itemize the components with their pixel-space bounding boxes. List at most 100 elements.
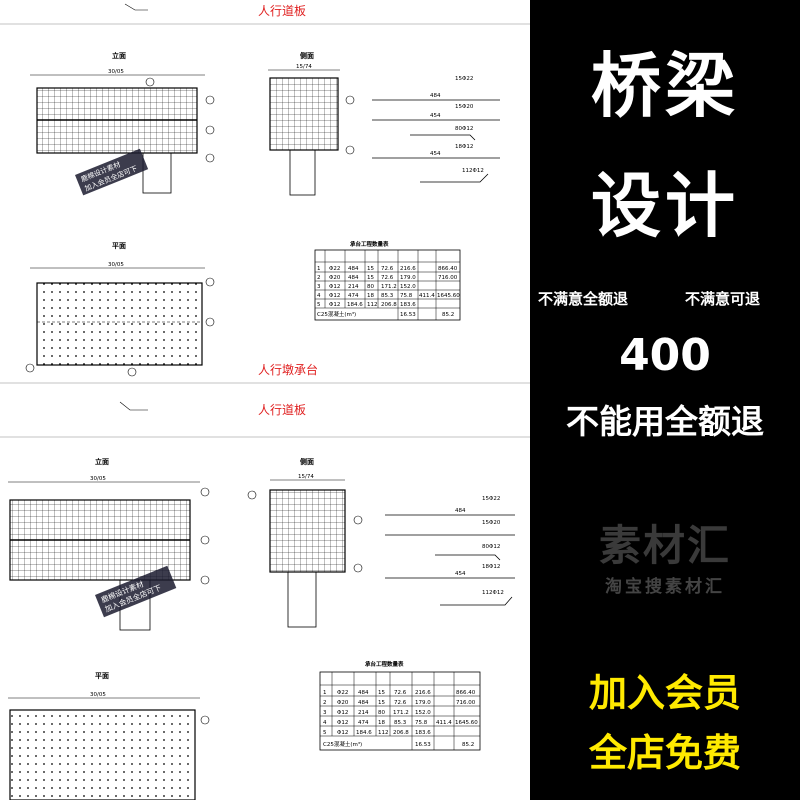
- svg-text:152.0: 152.0: [415, 710, 431, 716]
- svg-text:112Φ12: 112Φ12: [482, 590, 504, 596]
- view-label-elevation: 立面: [112, 51, 126, 60]
- svg-text:184.6: 184.6: [347, 302, 363, 308]
- banner-title-line1: 桥梁: [591, 45, 739, 127]
- svg-text:80Φ12: 80Φ12: [482, 544, 500, 550]
- svg-text:平面: 平面: [95, 672, 109, 680]
- svg-text:2: 2: [317, 275, 321, 281]
- brand-subtitle: 淘宝搜素材汇: [605, 577, 725, 597]
- svg-text:16.53: 16.53: [400, 312, 416, 318]
- plan-rebar-dots: [36, 282, 203, 366]
- rebar-label: 15Φ22: [455, 76, 473, 82]
- svg-text:16.53: 16.53: [415, 742, 431, 748]
- svg-text:216.6: 216.6: [415, 690, 431, 696]
- svg-text:立面: 立面: [95, 457, 109, 466]
- svg-text:15: 15: [378, 690, 385, 696]
- svg-text:866.40: 866.40: [456, 690, 476, 696]
- banner-title-line2: 设计: [591, 165, 739, 247]
- promo-store-free[interactable]: 全店免费: [588, 731, 741, 775]
- svg-text:18Φ12: 18Φ12: [455, 144, 473, 150]
- side-rebar-grid-lower: [269, 489, 346, 573]
- svg-text:112Φ12: 112Φ12: [462, 168, 484, 174]
- svg-text:216.6: 216.6: [400, 266, 416, 272]
- svg-text:15: 15: [367, 275, 374, 281]
- svg-text:716.00: 716.00: [438, 275, 458, 281]
- svg-text:85.2: 85.2: [462, 742, 474, 748]
- refund-policy: 不能用全额退: [566, 402, 764, 441]
- view-label-plan: 平面: [112, 242, 126, 250]
- sheet-title-top: 人行道板: [258, 4, 306, 18]
- svg-text:4: 4: [317, 293, 321, 299]
- svg-text:Φ12: Φ12: [329, 302, 340, 308]
- rebar-shapes-lower: 15Φ22 484 15Φ20 80Φ12 18Φ12 454 112Φ12: [385, 496, 515, 606]
- watermark-stamp-upper: 鹿棉设计素材 加入会员全店可下: [75, 148, 149, 196]
- sheet-title-mid: 人行墩承台: [258, 362, 318, 377]
- promo-join-member[interactable]: 加入会员: [588, 671, 741, 715]
- svg-text:5: 5: [317, 302, 321, 308]
- svg-text:15Φ20: 15Φ20: [455, 104, 474, 110]
- svg-text:171.2: 171.2: [393, 710, 409, 716]
- svg-text:18: 18: [367, 293, 374, 299]
- svg-text:3: 3: [323, 710, 327, 716]
- svg-text:716.00: 716.00: [456, 700, 476, 706]
- svg-text:72.6: 72.6: [394, 700, 407, 706]
- dim-plan: 30/05: [108, 262, 124, 268]
- svg-text:85.3: 85.3: [394, 720, 407, 726]
- svg-text:484: 484: [348, 266, 359, 272]
- svg-text:15/74: 15/74: [298, 474, 314, 480]
- svg-text:183.6: 183.6: [415, 730, 431, 736]
- svg-text:152.0: 152.0: [400, 284, 416, 290]
- svg-text:75.8: 75.8: [400, 293, 413, 299]
- view-label-side: 侧面: [300, 51, 314, 60]
- svg-text:484: 484: [455, 508, 466, 514]
- svg-text:206.8: 206.8: [381, 302, 397, 308]
- svg-text:4: 4: [323, 720, 327, 726]
- svg-text:80Φ12: 80Φ12: [455, 126, 473, 132]
- svg-text:Φ20: Φ20: [329, 275, 341, 281]
- svg-text:30/05: 30/05: [90, 692, 106, 698]
- svg-text:214: 214: [358, 710, 369, 716]
- svg-text:474: 474: [348, 293, 359, 299]
- svg-text:80: 80: [378, 710, 385, 716]
- brand-logo: 素材汇: [598, 521, 731, 570]
- svg-text:179.0: 179.0: [415, 700, 431, 706]
- svg-text:Φ12: Φ12: [337, 730, 348, 736]
- table-title: 承台工程数量表: [350, 240, 389, 248]
- svg-text:承台工程数量表: 承台工程数量表: [365, 660, 404, 668]
- svg-text:866.40: 866.40: [438, 266, 458, 272]
- svg-text:Φ12: Φ12: [337, 720, 348, 726]
- svg-text:5: 5: [323, 730, 327, 736]
- svg-text:454: 454: [430, 113, 441, 119]
- svg-text:112: 112: [378, 730, 389, 736]
- upper-sheet: 人行道板 立面 30/05 侧面 15/74 15Φ22 484 15Φ20 4…: [0, 3, 530, 384]
- dim-elevation: 30/05: [108, 69, 124, 75]
- drawing-canvas: 人行道板 立面 30/05 侧面 15/74 15Φ22 484 15Φ20 4…: [0, 3, 530, 800]
- svg-text:18: 18: [378, 720, 385, 726]
- lower-sheet: 人行道板 立面 30/05 侧面 15/74 15Φ22 484 15Φ20 8…: [0, 401, 530, 800]
- svg-text:C25混凝土(m³): C25混凝土(m³): [323, 740, 362, 748]
- svg-text:484: 484: [358, 700, 369, 706]
- note-full-refund: 不满意全额退: [538, 290, 629, 308]
- svg-text:80: 80: [367, 284, 374, 290]
- svg-text:18Φ12: 18Φ12: [482, 564, 500, 570]
- promo-banner: 桥梁 设计 不满意全额退 不满意可退 400 不能用全额退 素材汇 淘宝搜素材汇…: [530, 0, 800, 800]
- plan-rebar-dots-lower: [9, 709, 196, 800]
- svg-text:484: 484: [358, 690, 369, 696]
- svg-text:1645.60: 1645.60: [437, 293, 460, 299]
- side-rebar-grid: [269, 77, 339, 151]
- pile-elevation: [142, 152, 172, 194]
- price-number: 400: [619, 330, 711, 381]
- svg-text:179.0: 179.0: [400, 275, 416, 281]
- svg-text:Φ22: Φ22: [329, 266, 340, 272]
- svg-text:72.6: 72.6: [394, 690, 407, 696]
- svg-text:Φ12: Φ12: [329, 284, 340, 290]
- svg-text:侧面: 侧面: [300, 457, 314, 466]
- svg-text:484: 484: [348, 275, 359, 281]
- svg-text:214: 214: [348, 284, 359, 290]
- svg-text:454: 454: [430, 151, 441, 157]
- svg-text:85.3: 85.3: [381, 293, 394, 299]
- svg-text:15Φ22: 15Φ22: [482, 496, 500, 502]
- svg-text:184.6: 184.6: [356, 730, 372, 736]
- svg-text:454: 454: [455, 571, 466, 577]
- dim-side: 15/74: [296, 64, 312, 70]
